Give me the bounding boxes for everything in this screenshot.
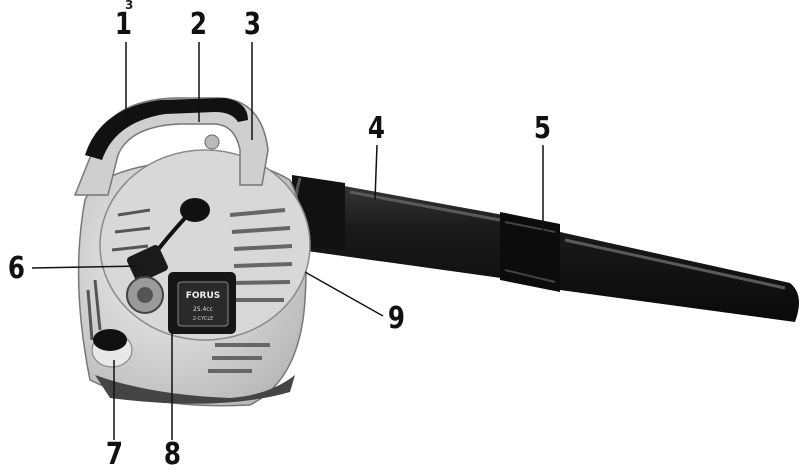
callout-9: 9 [387,301,405,336]
callout-7: 7 [105,437,123,472]
callout-4: 4 [367,111,385,146]
leader-line-6 [31,265,139,269]
callout-1: 1 [114,7,132,42]
callout-2: 2 [189,7,207,42]
callout-3: 3 [243,7,261,42]
leader-line-9 [304,271,384,317]
callout-8: 8 [163,437,181,472]
engine-badge-displacement: 25.4cc [193,306,213,313]
top-mark: 3 [125,0,134,12]
leader-line-4 [374,144,378,201]
fuel-cap [91,329,133,368]
base [95,375,295,404]
ignition-switch [126,245,168,283]
callout-6: 6 [7,251,25,286]
engine-badge-cycle: 2-CYCLE [193,316,214,322]
blower-tube [292,175,799,322]
leader-lines [31,42,544,440]
engine-block: FORUS 25.4cc 2-CYCLE [126,272,236,334]
callout-5: 5 [533,111,551,146]
engine-badge-brand: FORUS [186,291,221,301]
